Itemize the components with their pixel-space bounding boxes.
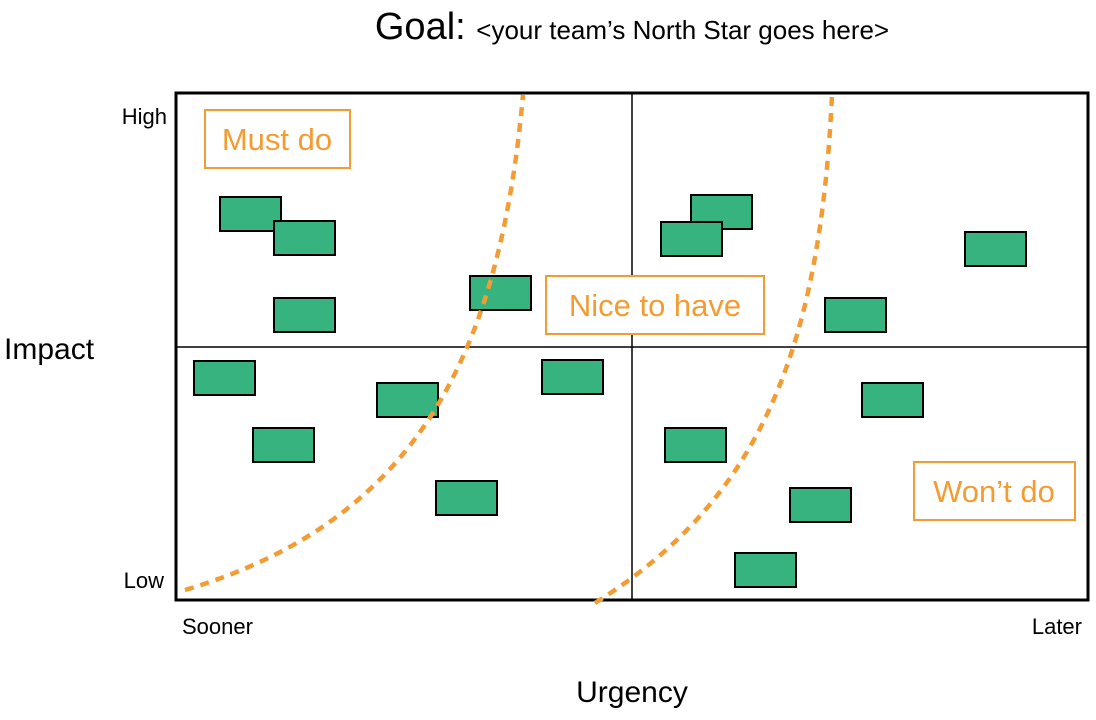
sticky-note[interactable] — [734, 552, 797, 588]
goal-label: Goal: — [374, 6, 466, 48]
sticky-note[interactable] — [193, 360, 256, 396]
x-axis-label: Urgency — [576, 676, 688, 709]
must-do-label: Must do — [222, 122, 332, 157]
nice-to-have-label: Nice to have — [569, 288, 741, 323]
sticky-note[interactable] — [469, 275, 532, 311]
wont-do-label: Won’t do — [933, 474, 1055, 509]
sticky-note[interactable] — [861, 382, 924, 418]
nice-to-have-zone-box — [545, 275, 765, 335]
y-high-label: High — [122, 104, 167, 129]
sticky-note[interactable] — [376, 382, 439, 418]
sticky-note[interactable] — [273, 220, 336, 256]
must-do-boundary — [184, 94, 526, 593]
wont-do-boundary — [593, 94, 835, 605]
sticky-note[interactable] — [219, 196, 282, 232]
sticky-note[interactable] — [541, 359, 604, 395]
y-axis-label: Impact — [4, 333, 95, 366]
sticky-note[interactable] — [964, 231, 1027, 267]
must-do-zone-box — [204, 109, 351, 169]
sticky-note[interactable] — [273, 297, 336, 333]
x-high-label: Later — [1032, 614, 1082, 639]
x-low-label: Sooner — [182, 614, 253, 639]
goal-title: Goal: <your team’s North Star goes here> — [0, 6, 1096, 49]
sticky-note[interactable] — [252, 427, 315, 463]
sticky-note[interactable] — [660, 221, 723, 257]
wont-do-zone-box — [913, 461, 1076, 521]
sticky-note[interactable] — [789, 487, 852, 523]
sticky-note[interactable] — [435, 480, 498, 516]
sticky-note[interactable] — [824, 297, 887, 333]
goal-text: <your team’s North Star goes here> — [476, 15, 890, 45]
y-low-label: Low — [124, 568, 164, 593]
sticky-note[interactable] — [664, 427, 727, 463]
